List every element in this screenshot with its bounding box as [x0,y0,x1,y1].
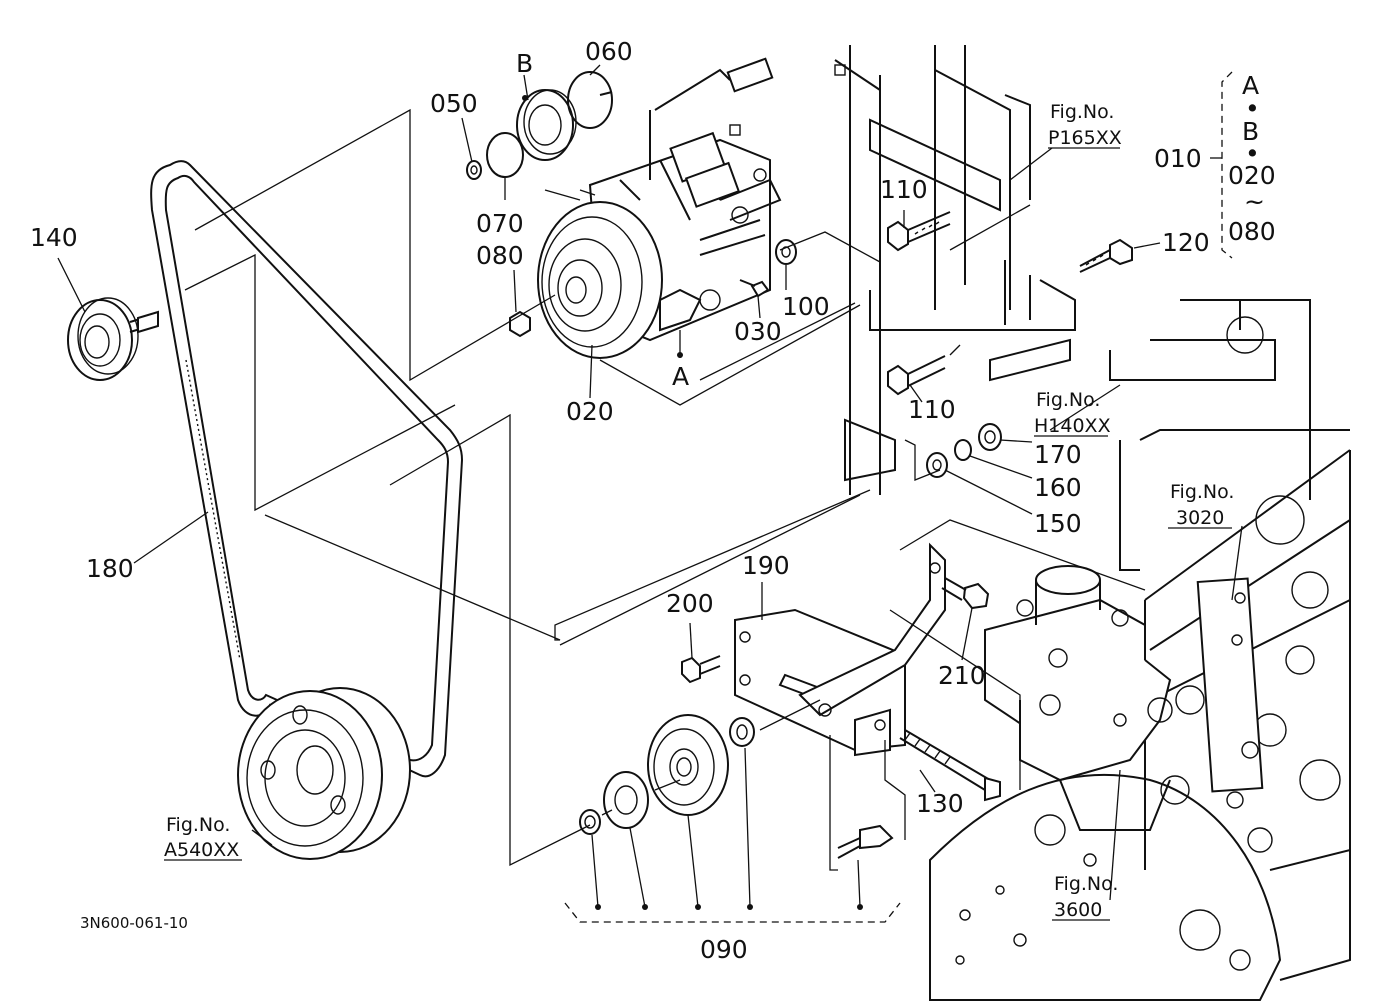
part-140-idler-pulley [67,297,159,381]
part-110-bolt-lower [887,355,946,396]
fig-ref-3600: 3600 [1054,899,1102,921]
label-030: 030 [734,317,782,346]
part-190-tension-bracket [734,542,946,757]
fig-ref-h140-prefix: Fig.No. [1036,389,1100,411]
fig-ref-a540-prefix: Fig.No. [166,814,230,836]
label-120: 120 [1162,228,1210,257]
label-200: 200 [666,589,714,618]
label-150: 150 [1034,509,1082,538]
part-050-washer [466,160,482,180]
label-160: 160 [1034,473,1082,502]
engine-block [1144,449,1351,981]
marker-a-label: B [516,49,533,78]
label-110-lower: 110 [908,395,956,424]
engine-bracket-frame [729,45,1350,571]
part-180-v-belt [150,160,464,778]
part-160-spring-washer [954,439,972,461]
group-010-dot-1: • [1245,94,1260,123]
group-010-bracket [1221,71,1233,259]
group-010-dot-2: • [1245,139,1260,168]
fig-ref-p165: P165XX [1048,127,1122,149]
diagram-code: 3N600-061-10 [80,914,188,932]
fig-ref-h140: H140XX [1034,415,1111,437]
part-200-bolt [681,655,721,684]
thermostat-housing [984,565,1190,831]
part-030-bolt [739,279,770,298]
part-150-washer [926,452,948,478]
fig-ref-underlines [164,147,1232,921]
part-110-bolt-upper [887,211,951,252]
part-labels: 010 020 030 050 060 070 080 090 100 110 … [30,37,1210,964]
figure-references: Fig.No. P165XX Fig.No. H140XX Fig.No. 30… [164,101,1234,921]
ac-compressor [537,57,782,359]
group-010-tilde: ~ [1244,187,1265,216]
label-190: 190 [742,551,790,580]
label-180: 180 [86,554,134,583]
label-140: 140 [30,223,78,252]
label-210: 210 [938,661,986,690]
fig-ref-a540: A540XX [164,839,239,861]
group-010-item-a: A [1242,71,1259,100]
crankshaft-pulley [237,687,411,860]
group-010-legend: A • B • 020 ~ 080 [1228,71,1276,246]
group-010-range-from: 020 [1228,161,1276,190]
part-170-nut [978,423,1002,451]
group-010-range-to: 080 [1228,217,1276,246]
label-130: 130 [916,789,964,818]
label-050: 050 [430,89,478,118]
part-120-bolt [1079,238,1133,273]
group-090-bracket [564,902,901,923]
fig-ref-3020-prefix: Fig.No. [1170,481,1234,503]
part-100-collar [775,239,797,265]
fig-ref-p165-prefix: Fig.No. [1050,101,1114,123]
part-070-snap-ring [486,132,524,178]
part-210-bolt [941,577,990,610]
gear-case-plate [929,773,1282,1001]
group-010-item-b: B [1242,117,1259,146]
label-170: 170 [1034,440,1082,469]
label-100: 100 [782,292,830,321]
label-010: 010 [1154,144,1202,173]
label-060: 060 [585,37,633,66]
marker-dots [522,95,863,910]
part-b-bearing [516,89,577,161]
label-070: 070 [476,209,524,238]
label-090: 090 [700,935,748,964]
fig-ref-3020: 3020 [1176,507,1224,529]
label-110-upper: 110 [880,175,928,204]
label-020: 020 [566,397,614,426]
leader-lines [57,64,1243,901]
alignment-lines [184,108,1146,871]
label-080: 080 [476,241,524,270]
part-130-long-bolt [899,729,1001,802]
fig-ref-3600-prefix: Fig.No. [1054,873,1118,895]
part-090-tension-pulley [579,714,894,859]
part-060-snap-ring [567,71,613,129]
marker-b-label: A [672,362,689,391]
